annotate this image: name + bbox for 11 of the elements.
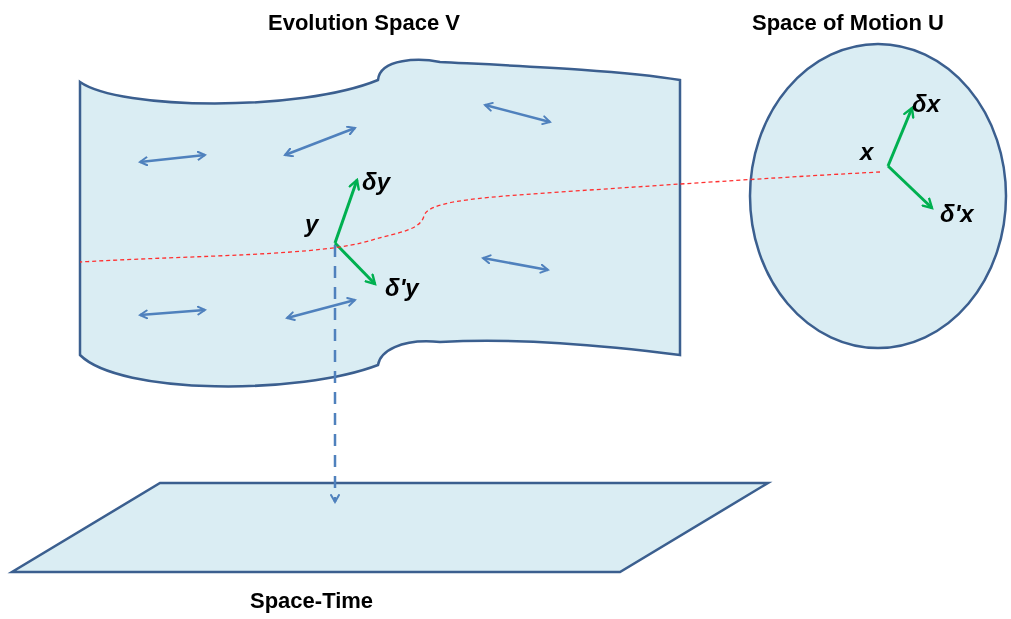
vector-label: δy [362, 170, 390, 194]
point-label: x [860, 140, 874, 164]
vector-label: δ'y [385, 276, 419, 300]
plane-title: Space-Time [250, 588, 374, 614]
vector-label: δx [912, 92, 940, 116]
surface-title: Evolution Space V [268, 10, 460, 36]
arrow [330, 245, 340, 503]
dotted-curve [79, 171, 881, 263]
ellipse-title: Space of Motion U [752, 10, 944, 36]
point-label: y [305, 212, 319, 236]
vector-label: δ'x [940, 202, 974, 226]
